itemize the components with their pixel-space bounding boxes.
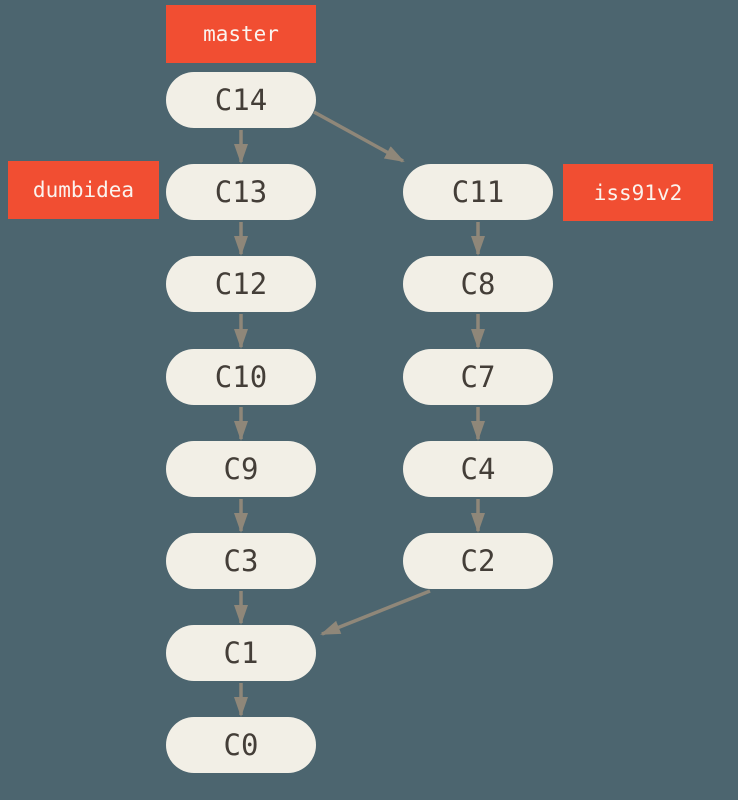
commit-node-c11: C11 bbox=[403, 164, 553, 220]
commit-id: C11 bbox=[451, 175, 505, 209]
commit-id: C4 bbox=[460, 452, 496, 486]
commit-id: C10 bbox=[214, 360, 268, 394]
commit-id: C2 bbox=[460, 544, 496, 578]
commit-id: C12 bbox=[214, 267, 268, 301]
branch-label-text: dumbidea bbox=[32, 178, 135, 202]
commit-node-c3: C3 bbox=[166, 533, 316, 589]
branch-label-master: master bbox=[166, 5, 316, 63]
commit-node-c4: C4 bbox=[403, 441, 553, 497]
commit-node-c2: C2 bbox=[403, 533, 553, 589]
commit-id: C8 bbox=[460, 267, 496, 301]
commit-node-c0: C0 bbox=[166, 717, 316, 773]
branch-label-dumbidea: dumbidea bbox=[8, 161, 159, 219]
commit-id: C14 bbox=[214, 83, 268, 117]
branch-label-text: master bbox=[203, 22, 279, 46]
commit-id: C9 bbox=[223, 452, 259, 486]
commit-node-c14: C14 bbox=[166, 72, 316, 128]
commit-id: C1 bbox=[223, 636, 259, 670]
commit-node-c12: C12 bbox=[166, 256, 316, 312]
commit-id: C13 bbox=[214, 175, 268, 209]
edge-c2-c1 bbox=[320, 589, 431, 636]
commit-node-c10: C10 bbox=[166, 349, 316, 405]
branch-label-text: iss91v2 bbox=[593, 180, 683, 205]
commit-id: C3 bbox=[223, 544, 259, 578]
commit-node-c13: C13 bbox=[166, 164, 316, 220]
commit-node-c8: C8 bbox=[403, 256, 553, 312]
commit-node-c7: C7 bbox=[403, 349, 553, 405]
commit-node-c1: C1 bbox=[166, 625, 316, 681]
commit-id: C0 bbox=[223, 728, 259, 762]
commit-id: C7 bbox=[460, 360, 496, 394]
edge-c14-c11 bbox=[313, 110, 405, 163]
branch-label-iss91v2: iss91v2 bbox=[563, 164, 713, 221]
commit-node-c9: C9 bbox=[166, 441, 316, 497]
